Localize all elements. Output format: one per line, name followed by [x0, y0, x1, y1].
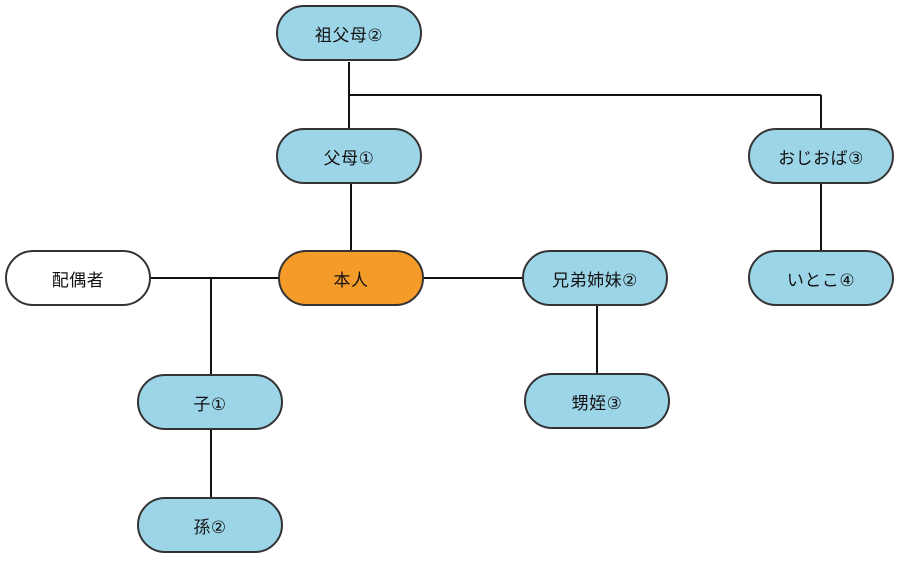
node-self: 本人 — [278, 250, 424, 306]
node-grandparents: 祖父母② — [276, 5, 422, 61]
node-child: 子① — [137, 374, 283, 430]
node-spouse: 配偶者 — [5, 250, 151, 306]
node-siblings: 兄弟姉妹② — [522, 250, 668, 306]
node-grandchild: 孫② — [137, 497, 283, 553]
node-aunt-uncle: おじおば③ — [748, 128, 894, 184]
node-parents: 父母① — [276, 128, 422, 184]
node-cousin: いとこ④ — [748, 250, 894, 306]
node-nephew-niece: 甥姪③ — [524, 373, 670, 429]
